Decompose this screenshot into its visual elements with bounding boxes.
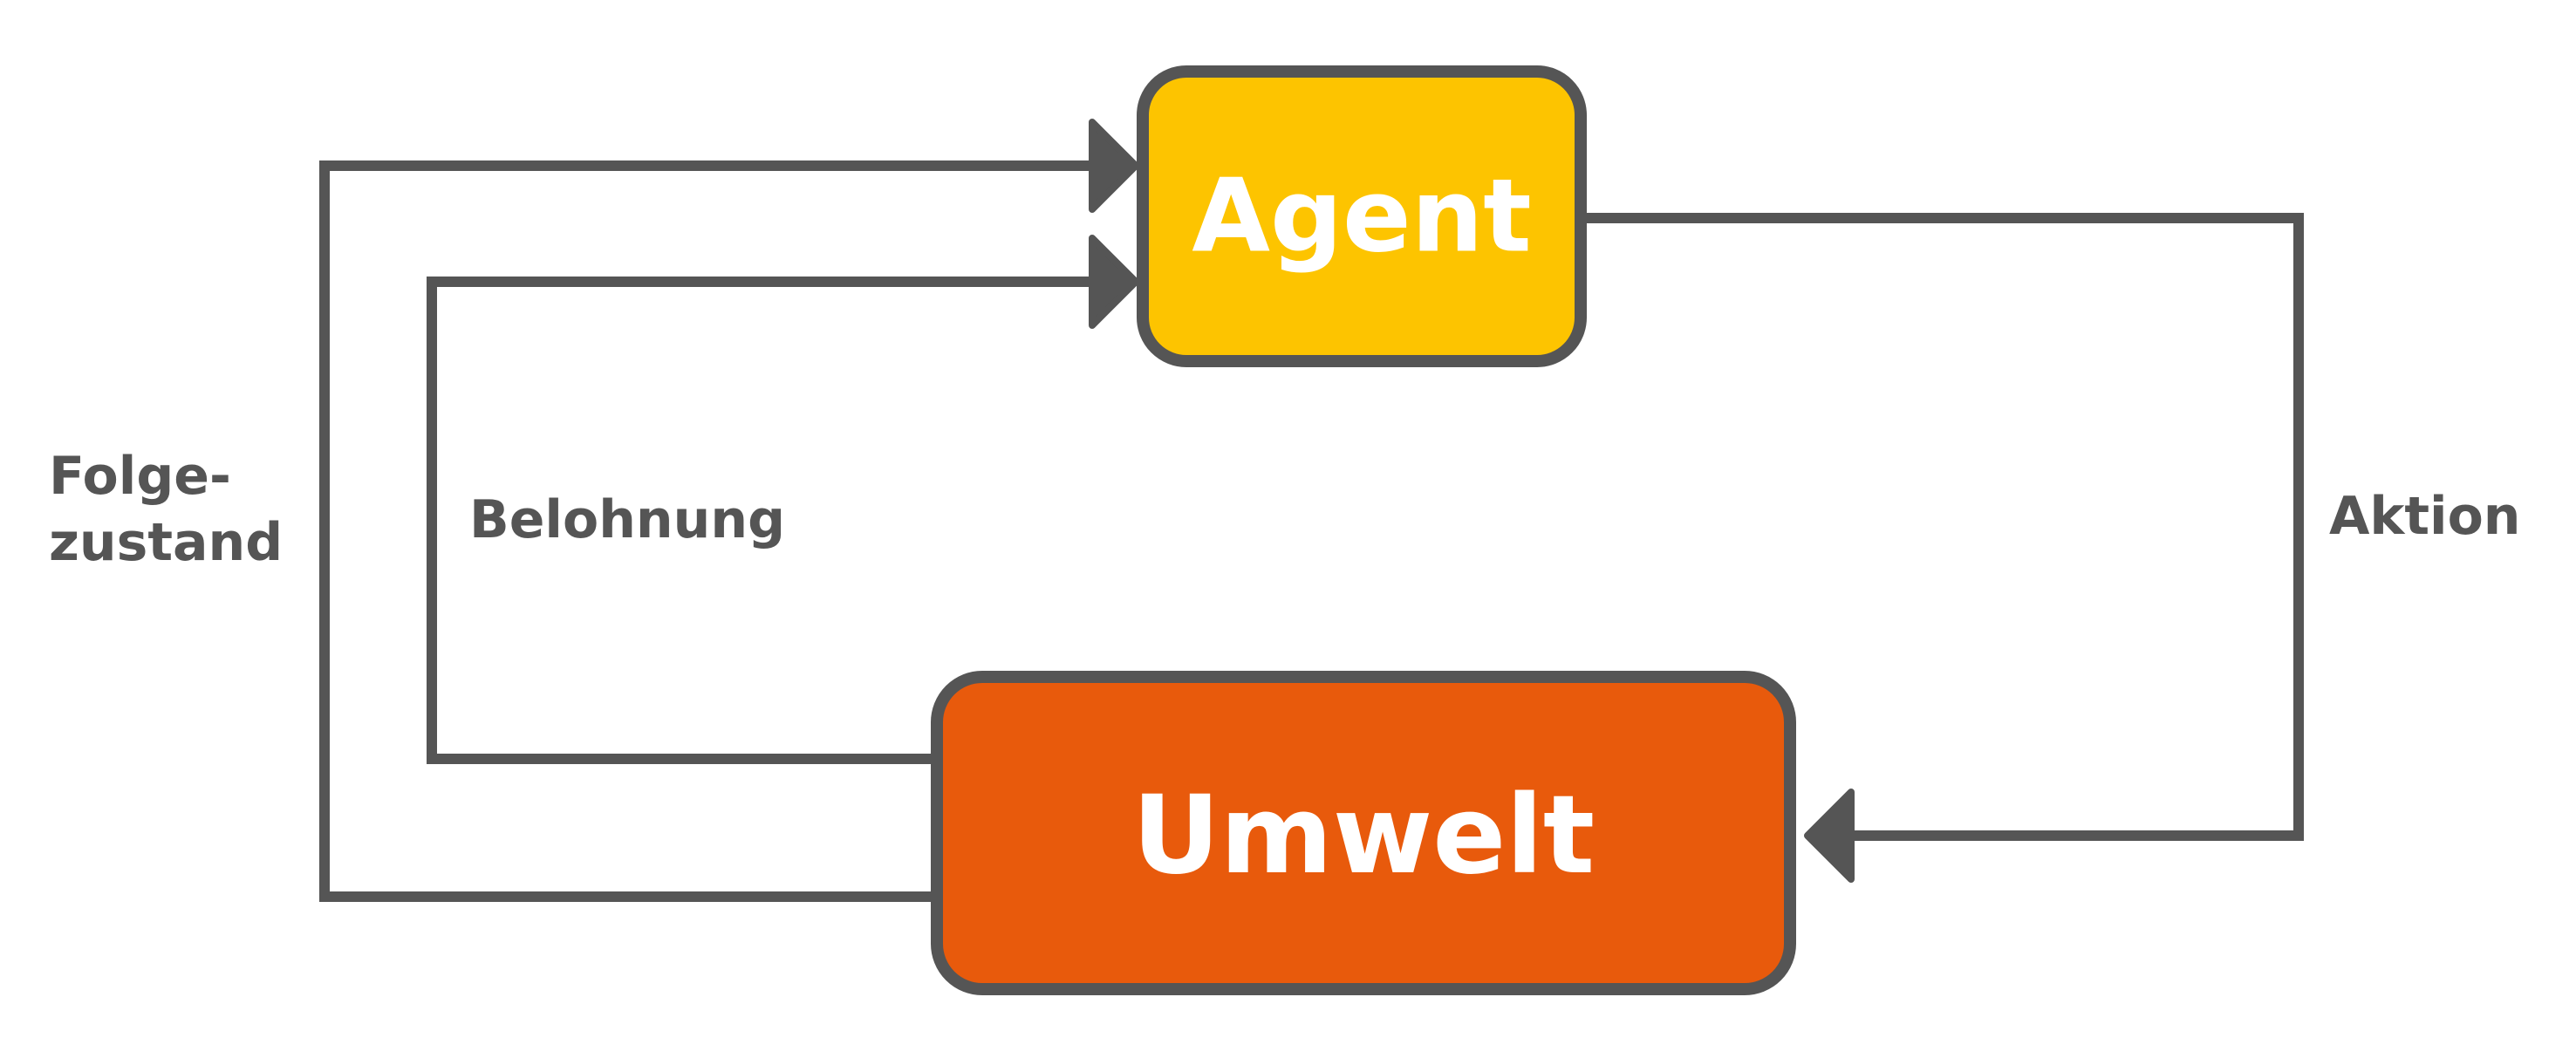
next-state-label-line1: Folge- — [49, 446, 231, 507]
agent-box — [1137, 65, 1587, 367]
action-label: Aktion — [2329, 486, 2521, 547]
next-state-connector — [319, 160, 1092, 902]
reward-connector — [427, 277, 1092, 764]
action-connector — [1581, 213, 2304, 841]
next-state-label-line2: zustand — [49, 512, 283, 573]
reward-arrowhead — [1089, 235, 1139, 329]
next-state-arrowhead — [1089, 119, 1139, 213]
environment-box — [931, 671, 1796, 995]
agent-label: Agent — [1192, 158, 1532, 276]
action-arrowhead — [1804, 789, 1855, 883]
reward-label: Belohnung — [469, 489, 785, 550]
environment-label: Umwelt — [1132, 773, 1595, 898]
